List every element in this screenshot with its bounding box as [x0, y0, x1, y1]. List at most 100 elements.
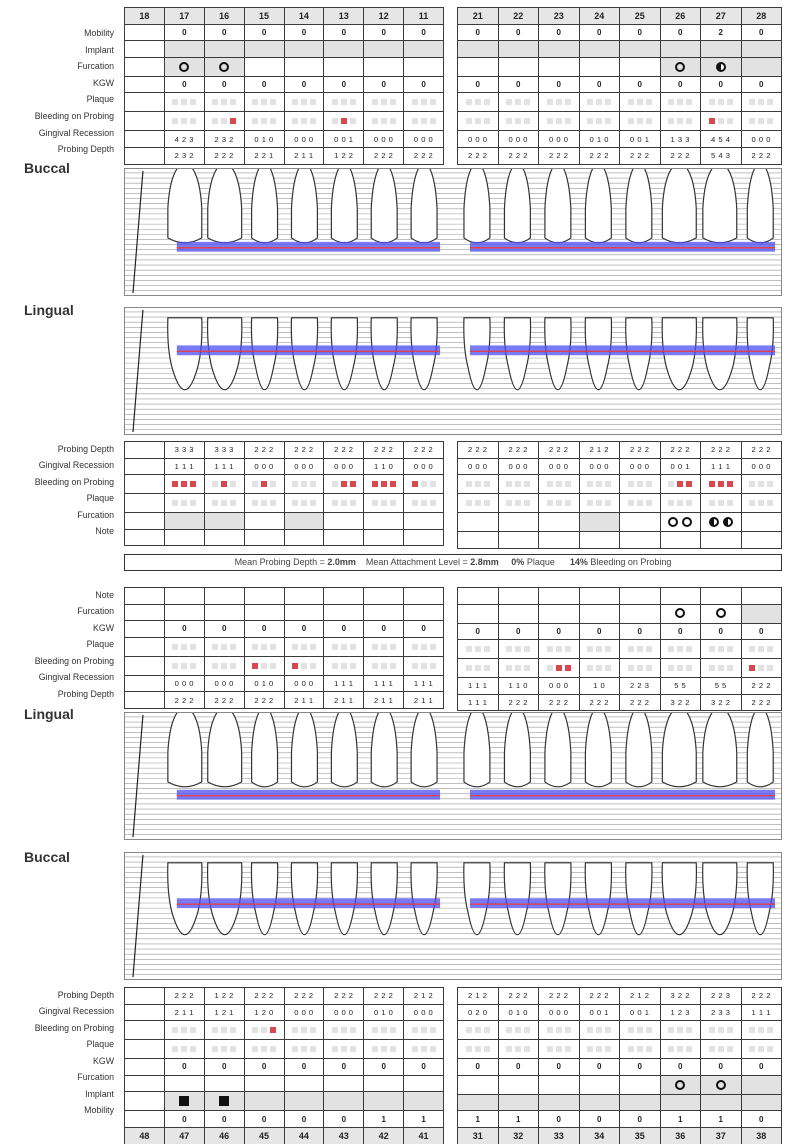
bop-cell[interactable]: [243, 474, 285, 495]
site-marker[interactable]: [726, 99, 733, 106]
mobility-cell[interactable]: 0: [619, 1110, 661, 1128]
plaque-cell[interactable]: [243, 636, 285, 657]
pd-cell[interactable]: 2 2 2: [403, 146, 444, 165]
site-marker[interactable]: [261, 118, 268, 125]
site-marker[interactable]: [230, 99, 237, 106]
implant-icon[interactable]: [179, 1096, 190, 1107]
site-marker[interactable]: [627, 645, 634, 652]
tooth-outline[interactable]: [584, 712, 612, 788]
kgw-cell[interactable]: 0: [363, 620, 405, 638]
site-marker[interactable]: [465, 499, 472, 506]
site-marker[interactable]: [291, 118, 298, 125]
site-marker[interactable]: [483, 1026, 490, 1033]
pd-cell[interactable]: 1 1 1: [457, 693, 499, 712]
plaque-cell[interactable]: [497, 493, 539, 514]
gr-cell[interactable]: 0 0 0: [203, 674, 245, 693]
tooth-number[interactable]: 44: [283, 1126, 325, 1144]
plaque-cell[interactable]: [619, 92, 661, 113]
site-marker[interactable]: [717, 118, 724, 125]
site-marker[interactable]: [758, 1026, 765, 1033]
tooth-number[interactable]: 27: [700, 7, 742, 25]
mobility-cell[interactable]: 0: [578, 1110, 620, 1128]
tooth-outline[interactable]: [661, 168, 697, 244]
site-marker[interactable]: [677, 1026, 684, 1033]
mobility-cell[interactable]: 0: [243, 23, 285, 42]
gr-cell[interactable]: 4 2 3: [163, 130, 205, 148]
site-marker[interactable]: [686, 99, 693, 106]
plaque-cell[interactable]: [740, 493, 782, 514]
site-marker[interactable]: [749, 118, 756, 125]
tooth-outline[interactable]: [330, 712, 358, 788]
site-marker[interactable]: [758, 480, 765, 487]
site-marker[interactable]: [636, 1045, 643, 1052]
pd-cell[interactable]: 2 2 2: [163, 691, 205, 709]
bop-cell[interactable]: [203, 1020, 245, 1041]
gr-cell[interactable]: 0 1 0: [578, 130, 620, 148]
site-marker[interactable]: [483, 664, 490, 671]
site-marker[interactable]: [389, 499, 396, 506]
furcation-half-ring-icon[interactable]: [722, 516, 733, 527]
gr-cell[interactable]: 2 2 2: [740, 677, 782, 695]
plaque-cell[interactable]: [578, 639, 620, 660]
site-marker[interactable]: [371, 1045, 378, 1052]
pd-cell[interactable]: 3 3 3: [203, 441, 245, 459]
tooth-outline[interactable]: [746, 712, 774, 788]
bop-cell[interactable]: [163, 1020, 205, 1041]
site-marker[interactable]: [291, 480, 298, 487]
furcation-ring-icon[interactable]: [715, 608, 726, 619]
site-marker[interactable]: [627, 1026, 634, 1033]
gr-cell[interactable]: 0 0 0: [283, 674, 325, 693]
site-marker[interactable]: [767, 1045, 774, 1052]
site-marker[interactable]: [181, 118, 188, 125]
gr-cell[interactable]: 1 1 1: [740, 1003, 782, 1022]
gr-cell[interactable]: 0 0 0: [538, 130, 580, 148]
site-marker[interactable]: [252, 499, 259, 506]
site-marker[interactable]: [524, 99, 531, 106]
site-marker[interactable]: [506, 499, 513, 506]
kgw-cell[interactable]: 0: [457, 75, 499, 94]
tooth-number[interactable]: 34: [578, 1126, 620, 1144]
pd-cell[interactable]: 2 1 2: [578, 441, 620, 459]
tooth-outline[interactable]: [370, 712, 398, 788]
tooth-number[interactable]: 15: [243, 7, 285, 25]
gr-cell[interactable]: 0 0 0: [457, 130, 499, 148]
site-marker[interactable]: [420, 1045, 427, 1052]
site-marker[interactable]: [726, 1026, 733, 1033]
site-marker[interactable]: [309, 99, 316, 106]
mobility-cell[interactable]: 0: [740, 1110, 782, 1128]
site-marker[interactable]: [564, 480, 571, 487]
lower-lingual-tooth-chart[interactable]: [124, 712, 782, 840]
tooth-outline[interactable]: [702, 712, 738, 788]
kgw-cell[interactable]: 0: [323, 620, 365, 638]
site-marker[interactable]: [181, 99, 188, 106]
site-marker[interactable]: [212, 480, 219, 487]
bop-cell[interactable]: [538, 1020, 580, 1041]
kgw-cell[interactable]: 0: [243, 75, 285, 94]
gr-cell[interactable]: 1 2 1: [203, 1003, 245, 1022]
bleeding-marker[interactable]: [389, 480, 396, 487]
kgw-cell[interactable]: 0: [163, 1058, 205, 1076]
gr-cell[interactable]: 0 0 0: [457, 457, 499, 476]
site-marker[interactable]: [758, 118, 765, 125]
site-marker[interactable]: [524, 1045, 531, 1052]
site-marker[interactable]: [596, 664, 603, 671]
site-marker[interactable]: [252, 643, 259, 650]
site-marker[interactable]: [411, 99, 418, 106]
pd-cell[interactable]: 3 2 2: [659, 987, 701, 1005]
site-marker[interactable]: [524, 645, 531, 652]
site-marker[interactable]: [645, 645, 652, 652]
site-marker[interactable]: [587, 99, 594, 106]
tooth-outline[interactable]: [167, 712, 203, 788]
tooth-number[interactable]: 35: [619, 1126, 661, 1144]
tooth-number[interactable]: 47: [163, 1126, 205, 1144]
site-marker[interactable]: [465, 1045, 472, 1052]
pd-cell[interactable]: 2 2 2: [740, 441, 782, 459]
tooth-outline[interactable]: [370, 168, 398, 244]
pd-cell[interactable]: 2 2 2: [203, 146, 245, 165]
site-marker[interactable]: [758, 1045, 765, 1052]
gr-cell[interactable]: 0 0 0: [243, 457, 285, 476]
tooth-outline[interactable]: [330, 168, 358, 244]
pd-cell[interactable]: 2 2 2: [740, 146, 782, 165]
gr-cell[interactable]: 0 0 0: [538, 1003, 580, 1022]
pd-cell[interactable]: 2 1 1: [363, 691, 405, 709]
